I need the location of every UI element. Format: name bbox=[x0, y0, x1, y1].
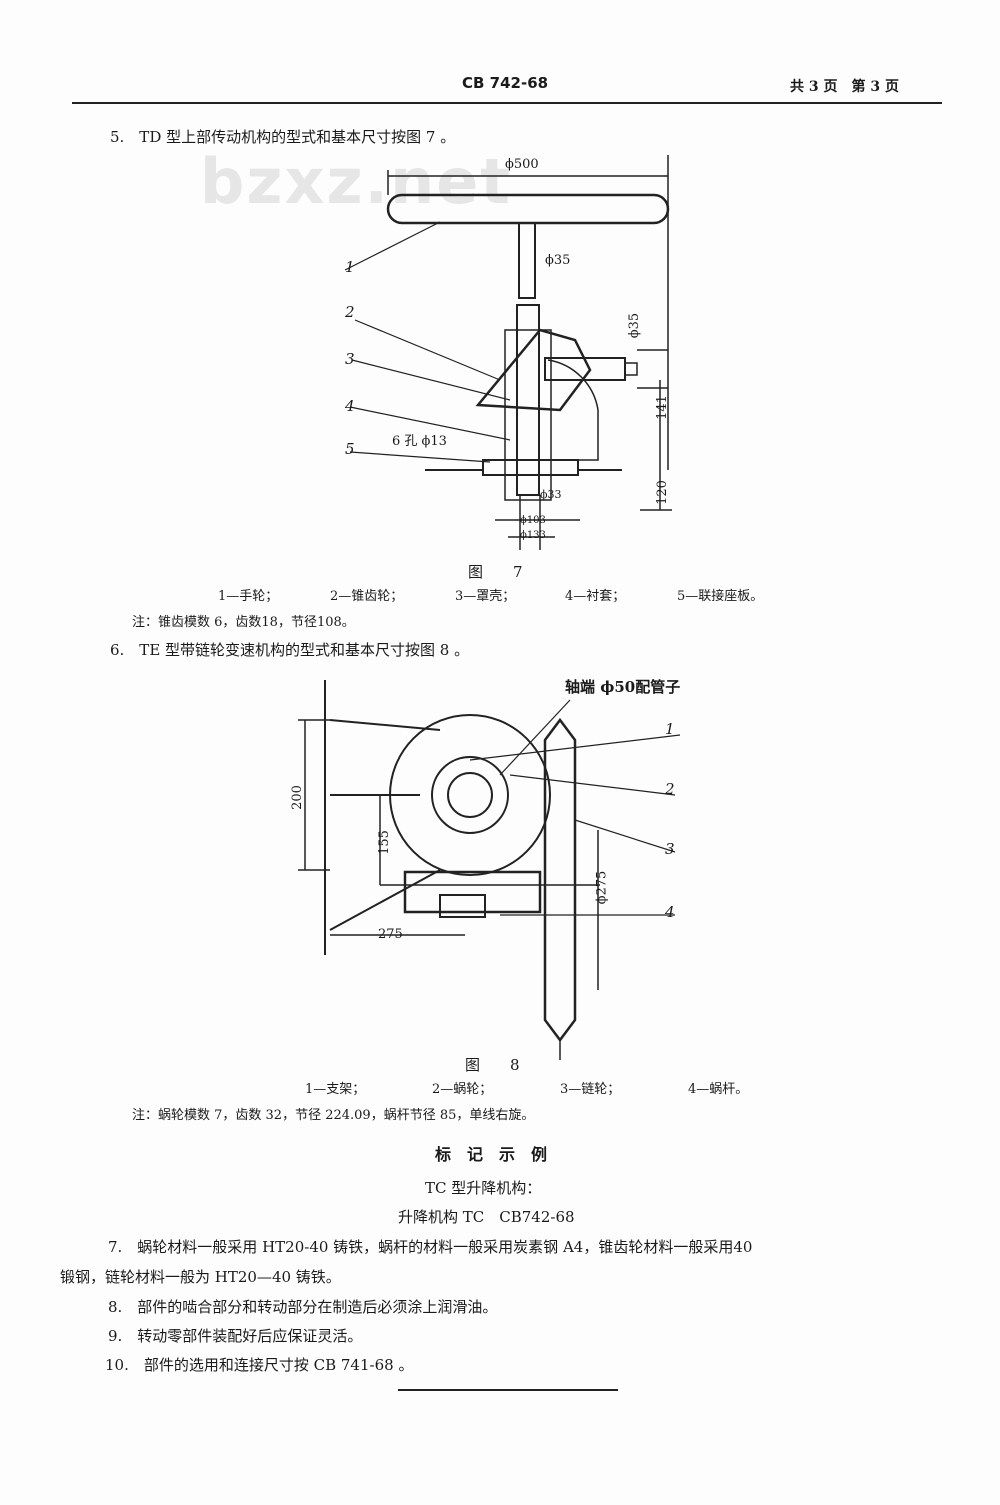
item-6: 6. TE 型带链轮变速机构的型式和基本尺寸按图 8 。 bbox=[110, 641, 470, 659]
item-7: 7. 蜗轮材料一般采用 HT20-40 铸铁，蜗杆的材料一般采用炭素钢 A4，锥… bbox=[108, 1238, 753, 1256]
part-number: 3 bbox=[345, 350, 355, 368]
dim-label: ϕ33 bbox=[540, 488, 562, 501]
figure-7-caption: 图 7 bbox=[468, 563, 523, 581]
item-10: 10. 部件的选用和连接尺寸按 CB 741-68 。 bbox=[105, 1356, 414, 1374]
dim-label: 275 bbox=[378, 927, 403, 942]
part-number: 4 bbox=[665, 903, 675, 921]
legend-item: 3—罩壳； bbox=[455, 589, 516, 604]
legend-item: 2—蜗轮； bbox=[432, 1082, 493, 1097]
legend-item: 1—手轮； bbox=[218, 589, 279, 604]
part-number: 1 bbox=[345, 258, 355, 276]
dim-label: ϕ103 bbox=[520, 515, 546, 526]
item-8: 8. 部件的啮合部分和转动部分在制造后必须涂上润滑油。 bbox=[108, 1298, 498, 1316]
dim-label: ϕ133 bbox=[520, 530, 546, 541]
dim-label: 6 孔 ϕ13 bbox=[392, 434, 447, 449]
dim-label: ϕ500 bbox=[505, 157, 539, 172]
legend-item: 4—衬套； bbox=[565, 589, 626, 604]
part-number: 5 bbox=[345, 440, 355, 458]
legend-item: 4—蜗杆。 bbox=[688, 1082, 749, 1097]
part-number: 2 bbox=[345, 303, 355, 321]
figure-8-caption: 图 8 bbox=[465, 1056, 520, 1074]
dim-label: ϕ275 bbox=[594, 870, 610, 905]
dim-label: 120 bbox=[654, 480, 670, 505]
legend-item: 3—链轮； bbox=[560, 1082, 621, 1097]
marking-line-2: 升降机构 TC CB742-68 bbox=[398, 1208, 575, 1226]
part-number: 4 bbox=[345, 397, 355, 415]
dim-label: 141 bbox=[654, 395, 670, 420]
dim-label: 200 bbox=[289, 785, 305, 810]
legend-item: 2—锥齿轮； bbox=[330, 589, 404, 604]
part-number: 3 bbox=[665, 840, 675, 858]
dim-label: ϕ35 bbox=[545, 253, 571, 268]
figure-8-drawing bbox=[298, 680, 681, 1060]
legend-item: 5—联接座板。 bbox=[677, 589, 764, 604]
item-7-cont: 锻钢，链轮材料一般为 HT20—40 铸铁。 bbox=[60, 1268, 341, 1286]
page-count: 共 3 页 第 3 页 bbox=[790, 79, 899, 95]
dim-label: 155 bbox=[376, 830, 392, 855]
watermark: bzxz.net bbox=[200, 145, 512, 218]
item-5: 5. TD 型上部传动机构的型式和基本尺寸按图 7 。 bbox=[110, 128, 456, 146]
part-number: 1 bbox=[665, 720, 675, 738]
standard-code: CB 742-68 bbox=[462, 74, 549, 92]
annotation: 轴端 ϕ50配管子 bbox=[565, 678, 681, 696]
marking-title: 标 记 示 例 bbox=[435, 1145, 548, 1164]
legend-item: 1—支架； bbox=[305, 1082, 366, 1097]
figure-7-note: 注：锥齿模数 6，齿数18，节径108。 bbox=[132, 615, 355, 630]
dim-label: ϕ35 bbox=[627, 312, 643, 339]
figure-7-drawing bbox=[344, 155, 672, 550]
figure-8-note: 注：蜗轮模数 7，齿数 32，节径 224.09，蜗杆节径 85，单线右旋。 bbox=[132, 1108, 535, 1123]
marking-line-1: TC 型升降机构： bbox=[425, 1179, 542, 1197]
item-9: 9. 转动零部件装配好后应保证灵活。 bbox=[108, 1327, 363, 1345]
part-number: 2 bbox=[665, 780, 675, 798]
